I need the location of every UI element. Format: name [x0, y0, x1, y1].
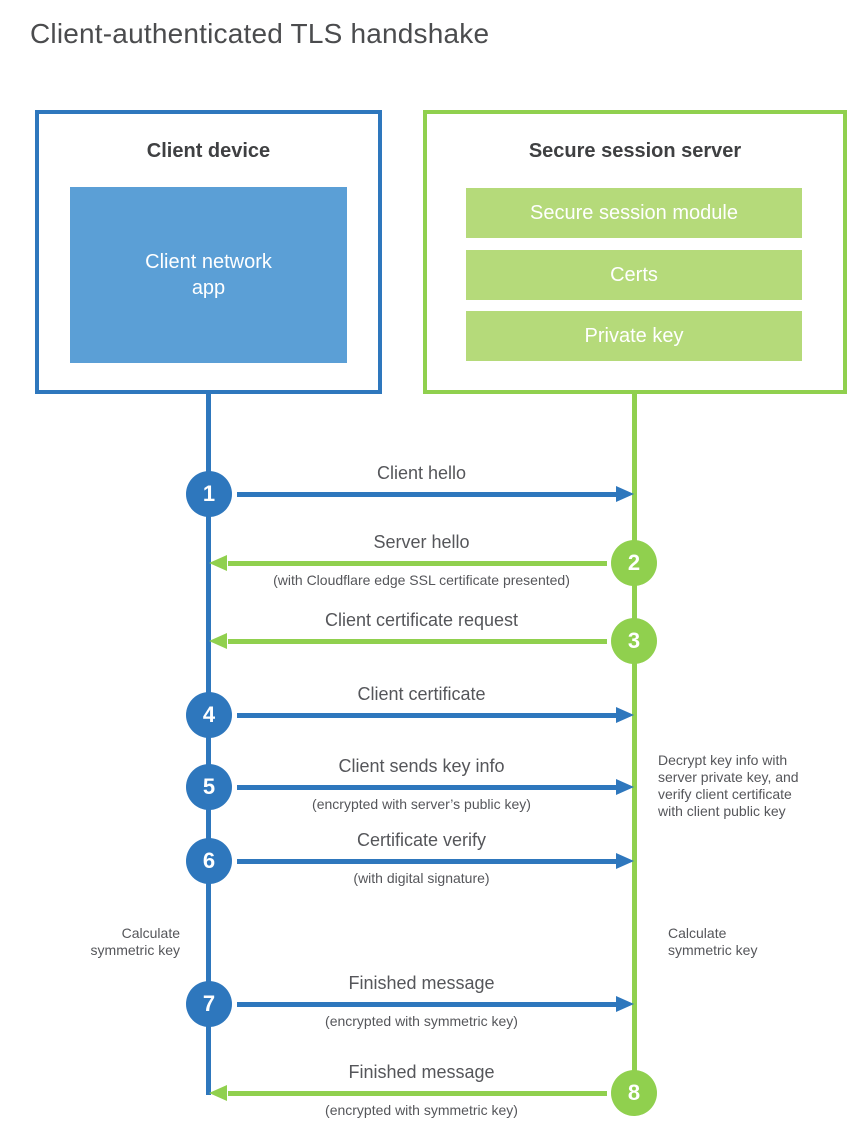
- note-calculate-symmetric-key-server: Calculate symmetric key: [668, 925, 758, 958]
- arrowhead-right-icon: [616, 779, 634, 795]
- flow-label: Client certificate request: [324, 610, 519, 630]
- flow-sublabel: (with digital signature): [353, 870, 490, 886]
- client-device-title: Client device: [146, 140, 271, 162]
- arrow-shaft: [228, 561, 607, 566]
- server-private-key-label: Private key: [584, 324, 684, 347]
- server-lifeline: [632, 393, 637, 1095]
- step-badge: 8: [611, 1070, 657, 1116]
- arrowhead-left-icon: [209, 555, 227, 571]
- flow-label: Finished message: [348, 1062, 495, 1082]
- client-network-app-box: Client network app: [70, 187, 347, 363]
- flow-label: Certificate verify: [356, 830, 487, 850]
- server-certs-label: Certs: [610, 263, 658, 286]
- arrow-shaft: [237, 713, 617, 718]
- arrow-shaft: [237, 492, 617, 497]
- flow-sublabel: (encrypted with server’s public key): [312, 796, 531, 812]
- step-badge: 6: [186, 838, 232, 884]
- arrow-shaft: [237, 1002, 617, 1007]
- flow-sublabel: (encrypted with symmetric key): [325, 1102, 518, 1118]
- arrowhead-right-icon: [616, 853, 634, 869]
- server-title: Secure session server: [528, 140, 742, 162]
- server-module-label: Secure session module: [530, 201, 738, 224]
- flow-label: Finished message: [348, 973, 495, 993]
- arrowhead-right-icon: [616, 707, 634, 723]
- page-title: Client-authenticated TLS handshake: [30, 18, 490, 49]
- server-module-bar: Secure session module: [466, 188, 802, 238]
- arrow-shaft: [237, 859, 617, 864]
- client-lifeline: [206, 393, 211, 1095]
- arrowhead-left-icon: [209, 633, 227, 649]
- step-badge: 4: [186, 692, 232, 738]
- step-badge: 5: [186, 764, 232, 810]
- arrowhead-right-icon: [616, 996, 634, 1012]
- arrowhead-left-icon: [209, 1085, 227, 1101]
- arrow-shaft: [237, 785, 617, 790]
- note-decrypt-key-info: Decrypt key info with server private key…: [658, 752, 799, 819]
- flow-label: Client hello: [376, 463, 467, 483]
- flow-label: Client certificate: [357, 684, 486, 704]
- flow-sublabel: (with Cloudflare edge SSL certificate pr…: [273, 572, 570, 588]
- client-network-app-label: Client network app: [145, 251, 272, 299]
- flow-sublabel: (encrypted with symmetric key): [325, 1013, 518, 1029]
- arrow-shaft: [228, 1091, 607, 1096]
- flow-label: Client sends key info: [338, 756, 505, 776]
- server-private-key-bar: Private key: [466, 311, 802, 361]
- arrowhead-right-icon: [616, 486, 634, 502]
- step-badge: 2: [611, 540, 657, 586]
- step-badge: 7: [186, 981, 232, 1027]
- step-badge: 3: [611, 618, 657, 664]
- note-calculate-symmetric-key-client: Calculate symmetric key: [90, 925, 180, 958]
- step-badge: 1: [186, 471, 232, 517]
- server-certs-bar: Certs: [466, 250, 802, 300]
- flow-label: Server hello: [373, 532, 470, 552]
- arrow-shaft: [228, 639, 607, 644]
